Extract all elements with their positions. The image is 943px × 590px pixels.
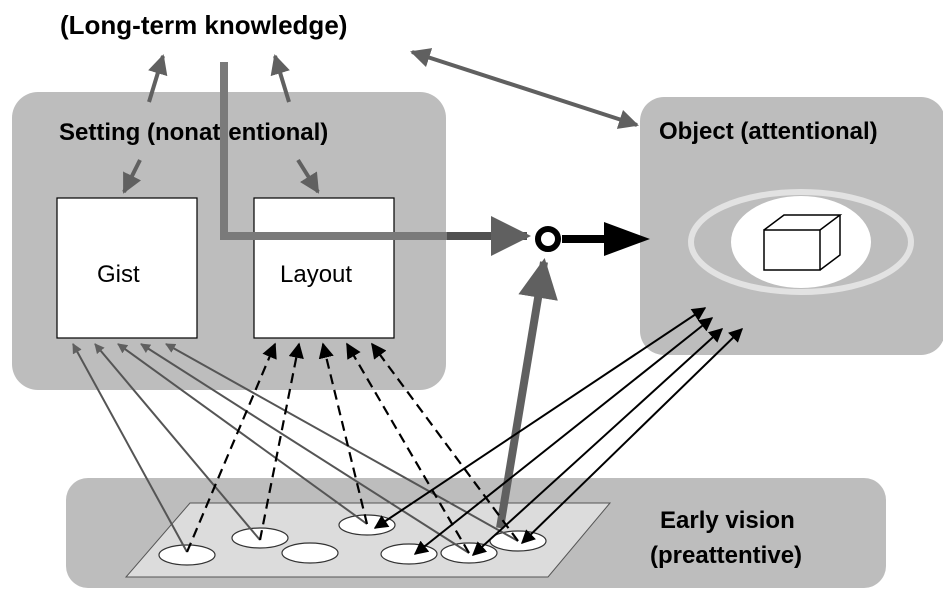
gist-knowledge-arrow bbox=[122, 159, 142, 194]
knowledge-to-node-path bbox=[220, 62, 447, 240]
proto-object-ellipse bbox=[281, 542, 339, 564]
proto-object-ellipse bbox=[158, 544, 216, 566]
preattentive-label: (preattentive) bbox=[650, 542, 802, 569]
attention-node bbox=[535, 226, 561, 252]
early-vision-label: Early vision bbox=[660, 507, 795, 534]
layout-label: Layout bbox=[280, 261, 352, 288]
object-feedback-arrows bbox=[373, 307, 744, 556]
setting-label: Setting (nonattentional) bbox=[59, 119, 328, 146]
gist-label: Gist bbox=[97, 261, 140, 288]
knowledge-gist-arrow bbox=[147, 54, 168, 103]
gist-box bbox=[56, 197, 198, 339]
proto-object-ellipse bbox=[380, 543, 438, 565]
knowledge-layout-arrow bbox=[270, 54, 291, 103]
object-label: Object (attentional) bbox=[659, 118, 878, 145]
layout-knowledge-arrow bbox=[296, 158, 320, 194]
proto-object-ellipse bbox=[338, 514, 396, 536]
layout-box bbox=[253, 197, 395, 339]
node-to-object-arrowhead bbox=[604, 222, 650, 256]
knowledge-object-arrow bbox=[410, 48, 639, 129]
cube-icon bbox=[763, 214, 843, 271]
long-term-knowledge-label: (Long-term knowledge) bbox=[60, 10, 347, 40]
